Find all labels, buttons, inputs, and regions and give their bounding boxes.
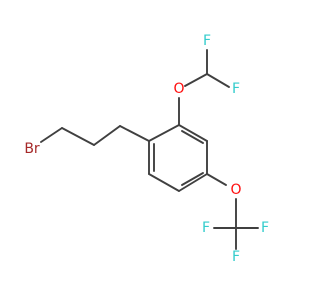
bond-ring-5	[148, 173, 180, 192]
atom-f1: F	[203, 33, 211, 49]
bond-chain-2	[93, 125, 121, 146]
bond-chain-3	[119, 125, 150, 142]
atom-f4: F	[261, 220, 269, 236]
bond-c-f2	[206, 73, 230, 88]
atom-o1: O	[173, 81, 184, 97]
bond-ring-double-2	[181, 130, 204, 144]
bond-ring-double-3	[181, 172, 204, 186]
bond-ring-2	[178, 124, 208, 142]
bond-layer	[40, 49, 259, 250]
atom-f5: F	[232, 249, 240, 265]
atom-f2: F	[232, 81, 240, 97]
atom-label-layer: Br O O F F F F F	[24, 33, 269, 265]
atom-o2: O	[230, 182, 241, 198]
molecule-structure: Br O O F F F F F	[24, 33, 269, 265]
bond-br-c	[40, 127, 63, 143]
bond-chain-1	[61, 127, 95, 146]
bond-ring-1	[148, 124, 180, 142]
atom-f3: F	[202, 220, 210, 236]
bond-ring-o2	[206, 173, 227, 186]
bond-ring-4	[178, 173, 208, 192]
atom-br: Br	[24, 141, 40, 157]
bond-o1-c	[184, 73, 208, 87]
